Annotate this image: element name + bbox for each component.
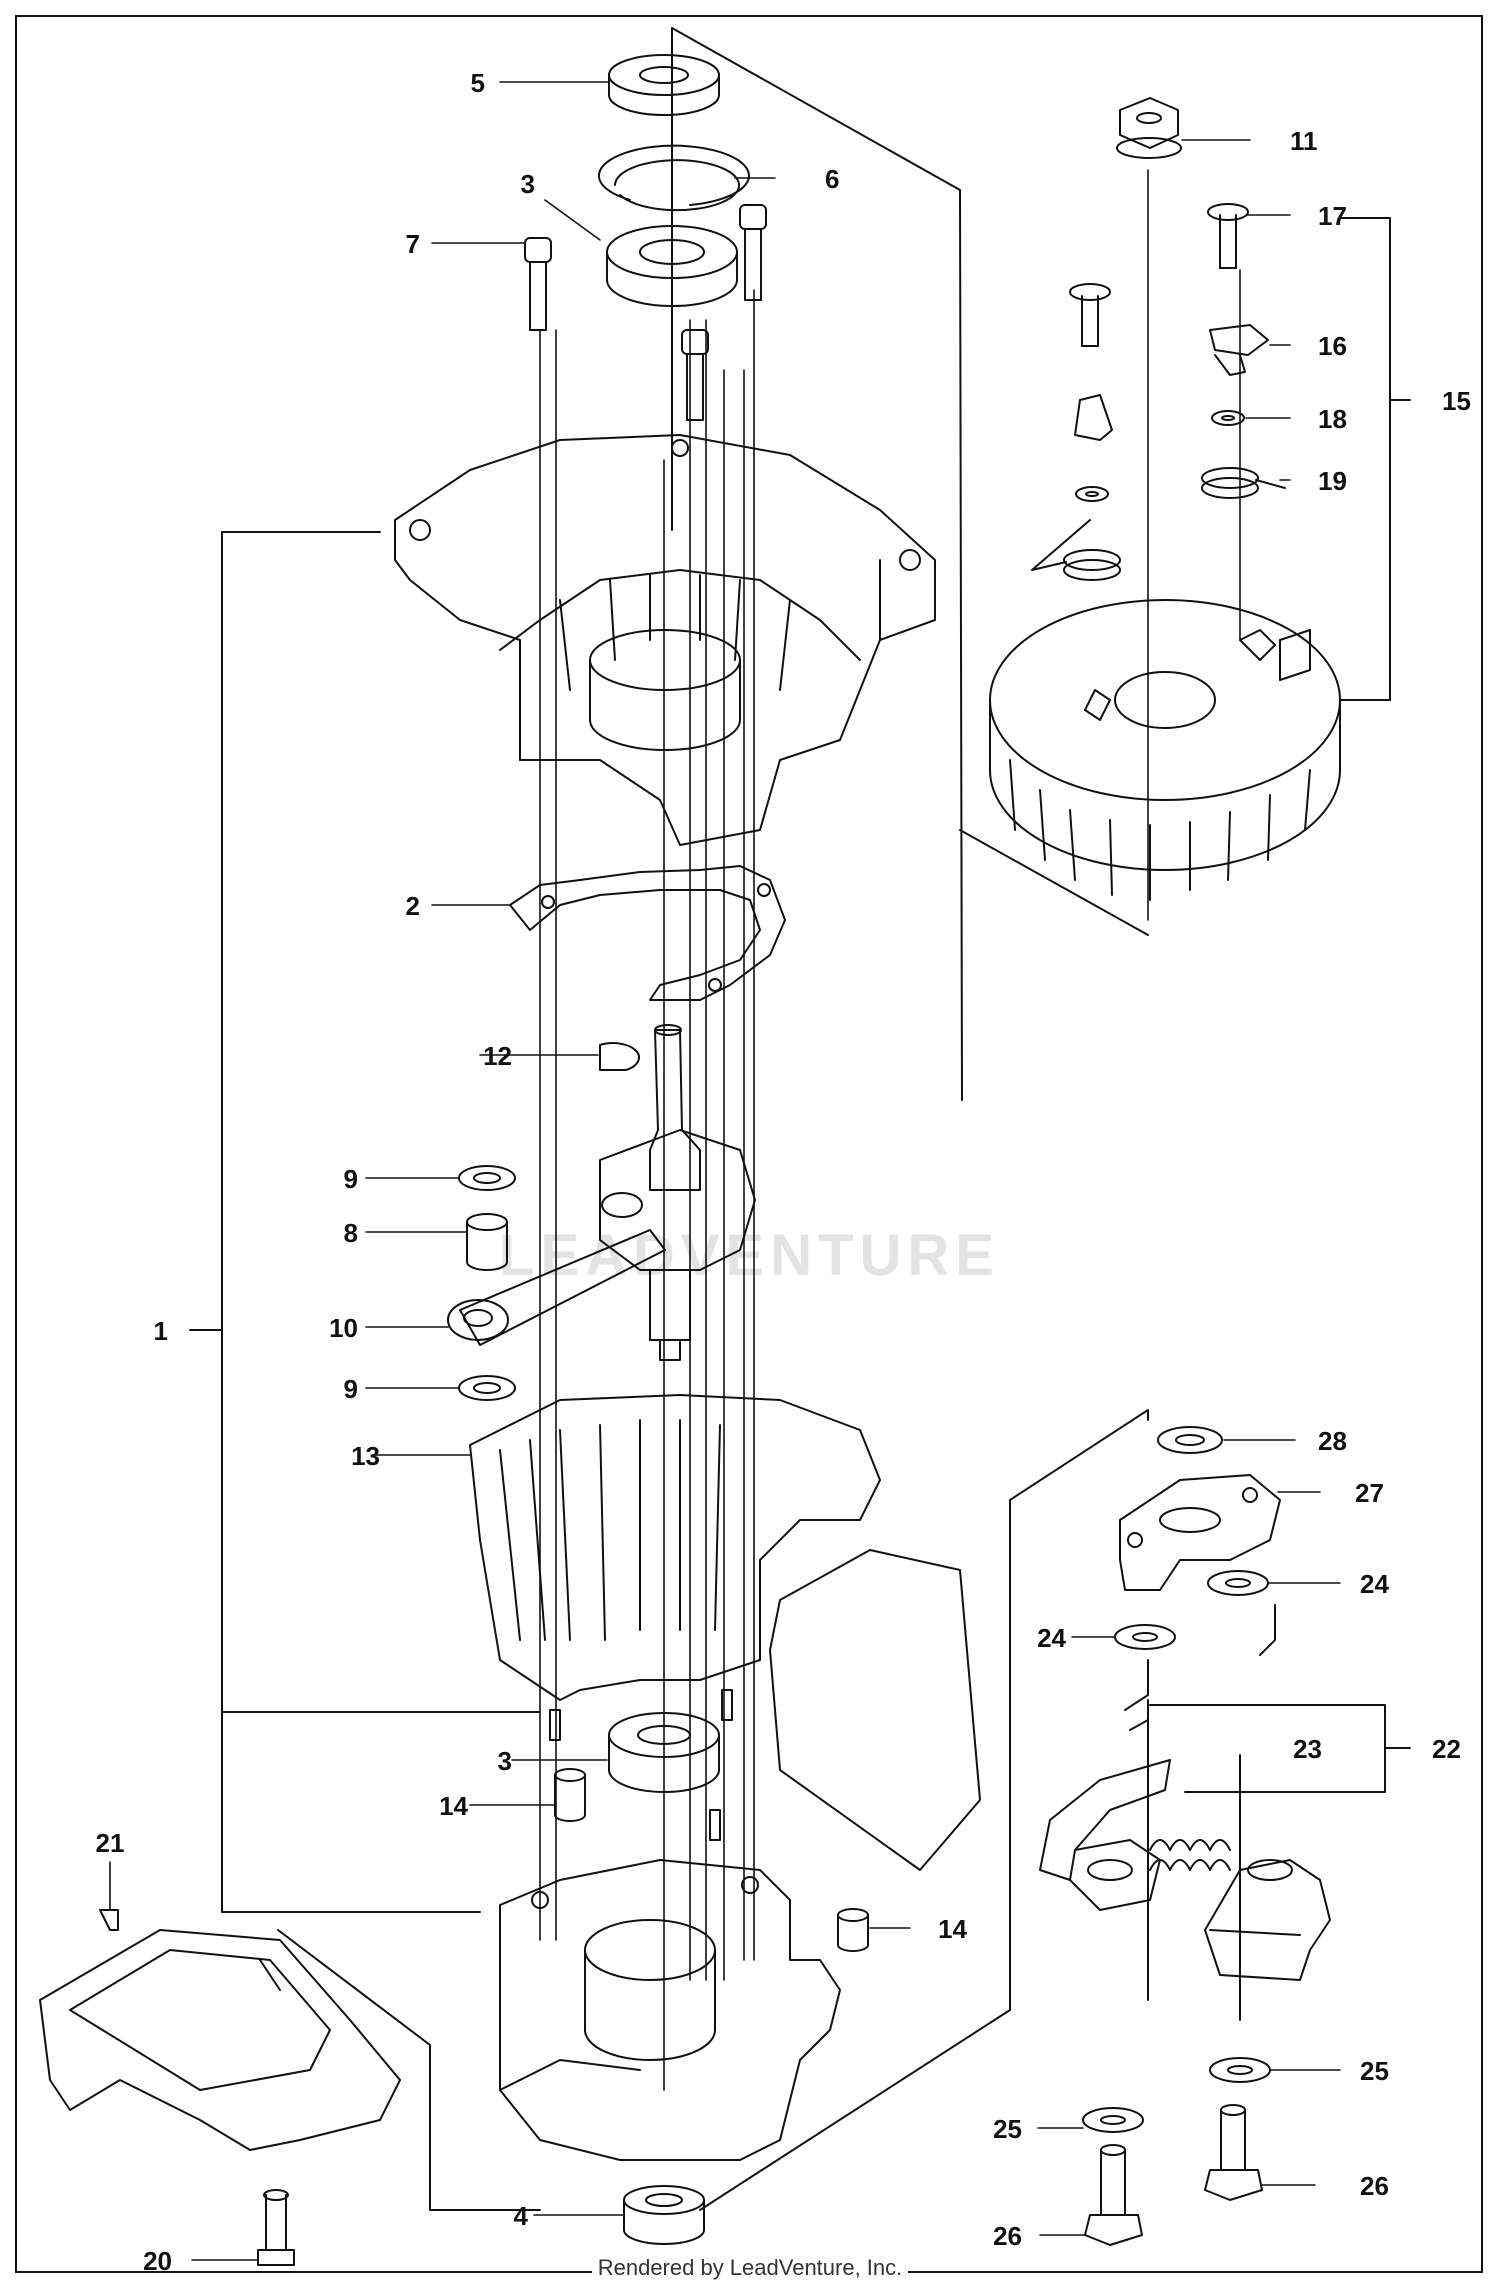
spring-pins [549, 1689, 733, 1841]
dowel-pin-14 [554, 1768, 586, 1822]
callout-11: 11 [1290, 126, 1318, 156]
callout-24-left: 24 [1037, 1623, 1066, 1653]
spring-19 [1201, 467, 1286, 499]
nut-11 [1116, 97, 1182, 159]
callout-17: 17 [1318, 201, 1347, 231]
callout-8: 8 [344, 1218, 358, 1248]
callout-1: 1 [154, 1316, 168, 1346]
callout-18: 18 [1318, 404, 1347, 434]
callout-3-lower: 3 [498, 1746, 512, 1776]
washer-9-upper [458, 1165, 516, 1191]
clutch-spring-23 [1149, 1839, 1231, 1871]
callout-26-right: 26 [1360, 2171, 1389, 2201]
bolt-7-b [739, 204, 767, 301]
callout-27: 27 [1355, 1478, 1384, 1508]
callout-25-right: 25 [1360, 2056, 1389, 2086]
bearing-3-lower [608, 1712, 720, 1793]
callout-21: 21 [96, 1828, 125, 1858]
tray-21 [39, 1909, 401, 2151]
seal-4 [623, 2185, 705, 2245]
callout-14-left: 14 [439, 1791, 468, 1821]
watermark-text: LEADVENTURE [499, 1223, 1000, 1288]
shroud-13 [469, 1394, 981, 1871]
washer-9-lower [458, 1375, 516, 1401]
washer-18 [1211, 410, 1245, 426]
crankcase-lower [499, 1859, 841, 2161]
callout-15: 15 [1442, 386, 1471, 416]
callout-5: 5 [471, 68, 485, 98]
callout-25-left: 25 [993, 2114, 1022, 2144]
leader-lines [109, 81, 1341, 2261]
spring-19-b [1031, 519, 1121, 581]
callout-26-left: 26 [993, 2221, 1022, 2251]
clutch-frame [699, 1409, 1149, 2211]
callout-3-upper: 3 [521, 169, 535, 199]
callout-23: 23 [1293, 1734, 1322, 1764]
clutch-shoe-right [1204, 1859, 1331, 1981]
group-bracket-15 [1339, 217, 1411, 701]
screw-17 [1207, 203, 1249, 269]
needle-bearing-8 [466, 1213, 508, 1271]
gasket-2 [509, 865, 786, 1001]
woodruff-key-12 [599, 1042, 640, 1071]
callout-14-right: 14 [938, 1914, 967, 1944]
callout-9-lower: 9 [344, 1374, 358, 1404]
clutch-leader-lines [1124, 1604, 1276, 1711]
crankshaft [599, 1024, 756, 1361]
washer-24-right [1207, 1570, 1269, 1596]
washer-18-b [1075, 486, 1109, 502]
footer-credit-text: Rendered by LeadVenture, Inc. [591, 2255, 909, 2280]
shoulder-bolt-26-right [1204, 2104, 1263, 2201]
bolt-7-c [681, 329, 709, 421]
group-bracket-22 [1149, 1704, 1411, 1793]
pawl-16 [1209, 324, 1269, 376]
washer-28 [1157, 1426, 1223, 1454]
connecting-rod-10 [447, 1229, 666, 1346]
callout-10: 10 [329, 1313, 358, 1343]
callout-19: 19 [1318, 466, 1347, 496]
callout-7: 7 [406, 229, 420, 259]
callout-22: 22 [1432, 1734, 1461, 1764]
washer-25-right [1209, 2057, 1271, 2083]
callout-12: 12 [483, 1041, 512, 1071]
callout-16: 16 [1318, 331, 1347, 361]
bearing-5 [608, 54, 720, 116]
crankcase-upper [394, 434, 936, 846]
circlip-6 [597, 144, 750, 212]
callout-2: 2 [406, 891, 420, 921]
bearing-3-upper [606, 225, 738, 307]
dowel-pin-14-b [837, 1908, 869, 1952]
callout-13: 13 [351, 1441, 380, 1471]
clutch-shoe-left [1039, 1759, 1171, 1911]
shoulder-bolt-26-left [1084, 2144, 1143, 2246]
footer-credit: Rendered by LeadVenture, Inc. [0, 2255, 1500, 2281]
callout-24-right: 24 [1360, 1569, 1389, 1599]
washer-25-left [1082, 2107, 1144, 2133]
callout-28: 28 [1318, 1426, 1347, 1456]
callout-9-upper: 9 [344, 1164, 358, 1194]
flywheel-15 [989, 599, 1341, 901]
washer-24-left [1114, 1624, 1176, 1650]
callout-6: 6 [825, 164, 839, 194]
callout-4: 4 [514, 2201, 529, 2231]
screw-17-b [1069, 283, 1111, 347]
clutch-plate-27 [1119, 1474, 1281, 1591]
screw-20 [257, 2189, 295, 2266]
bolt-7 [524, 237, 552, 331]
pawl-16-b [1074, 394, 1113, 441]
callout-20: 20 [143, 2246, 172, 2276]
